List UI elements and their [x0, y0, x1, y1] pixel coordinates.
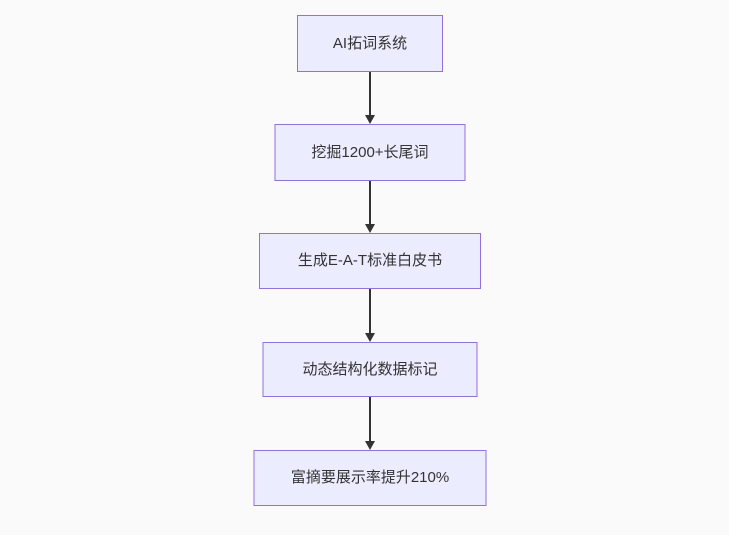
- node-label: AI拓词系统: [332, 34, 408, 52]
- edge-arrow-down: [364, 397, 376, 450]
- edge-arrow-down: [364, 181, 376, 233]
- edge-line: [369, 289, 371, 333]
- node-label: 动态结构化数据标记: [302, 360, 438, 378]
- node-label: 生成E-A-T标准白皮书: [297, 252, 443, 269]
- edge-arrow-down: [364, 289, 376, 342]
- edge-arrow-down: [364, 72, 376, 124]
- edge-line: [369, 397, 371, 441]
- flow-node-rich-snippet-result: 富摘要展示率提升210%: [253, 450, 487, 506]
- flow-node-structured-data-markup: 动态结构化数据标记: [262, 342, 478, 397]
- flow-node-ai-word-expansion: AI拓词系统: [297, 15, 443, 72]
- arrowhead-down-icon: [365, 441, 375, 450]
- node-label: 挖掘1200+长尾词: [311, 143, 429, 161]
- node-label: 富摘要展示率提升210%: [290, 469, 450, 486]
- flow-node-longtail-mining: 挖掘1200+长尾词: [274, 124, 466, 181]
- flow-node-eat-whitepaper: 生成E-A-T标准白皮书: [259, 233, 481, 289]
- edge-line: [369, 181, 371, 224]
- arrowhead-down-icon: [365, 224, 375, 233]
- arrowhead-down-icon: [365, 333, 375, 342]
- edge-line: [369, 72, 371, 115]
- arrowhead-down-icon: [365, 115, 375, 124]
